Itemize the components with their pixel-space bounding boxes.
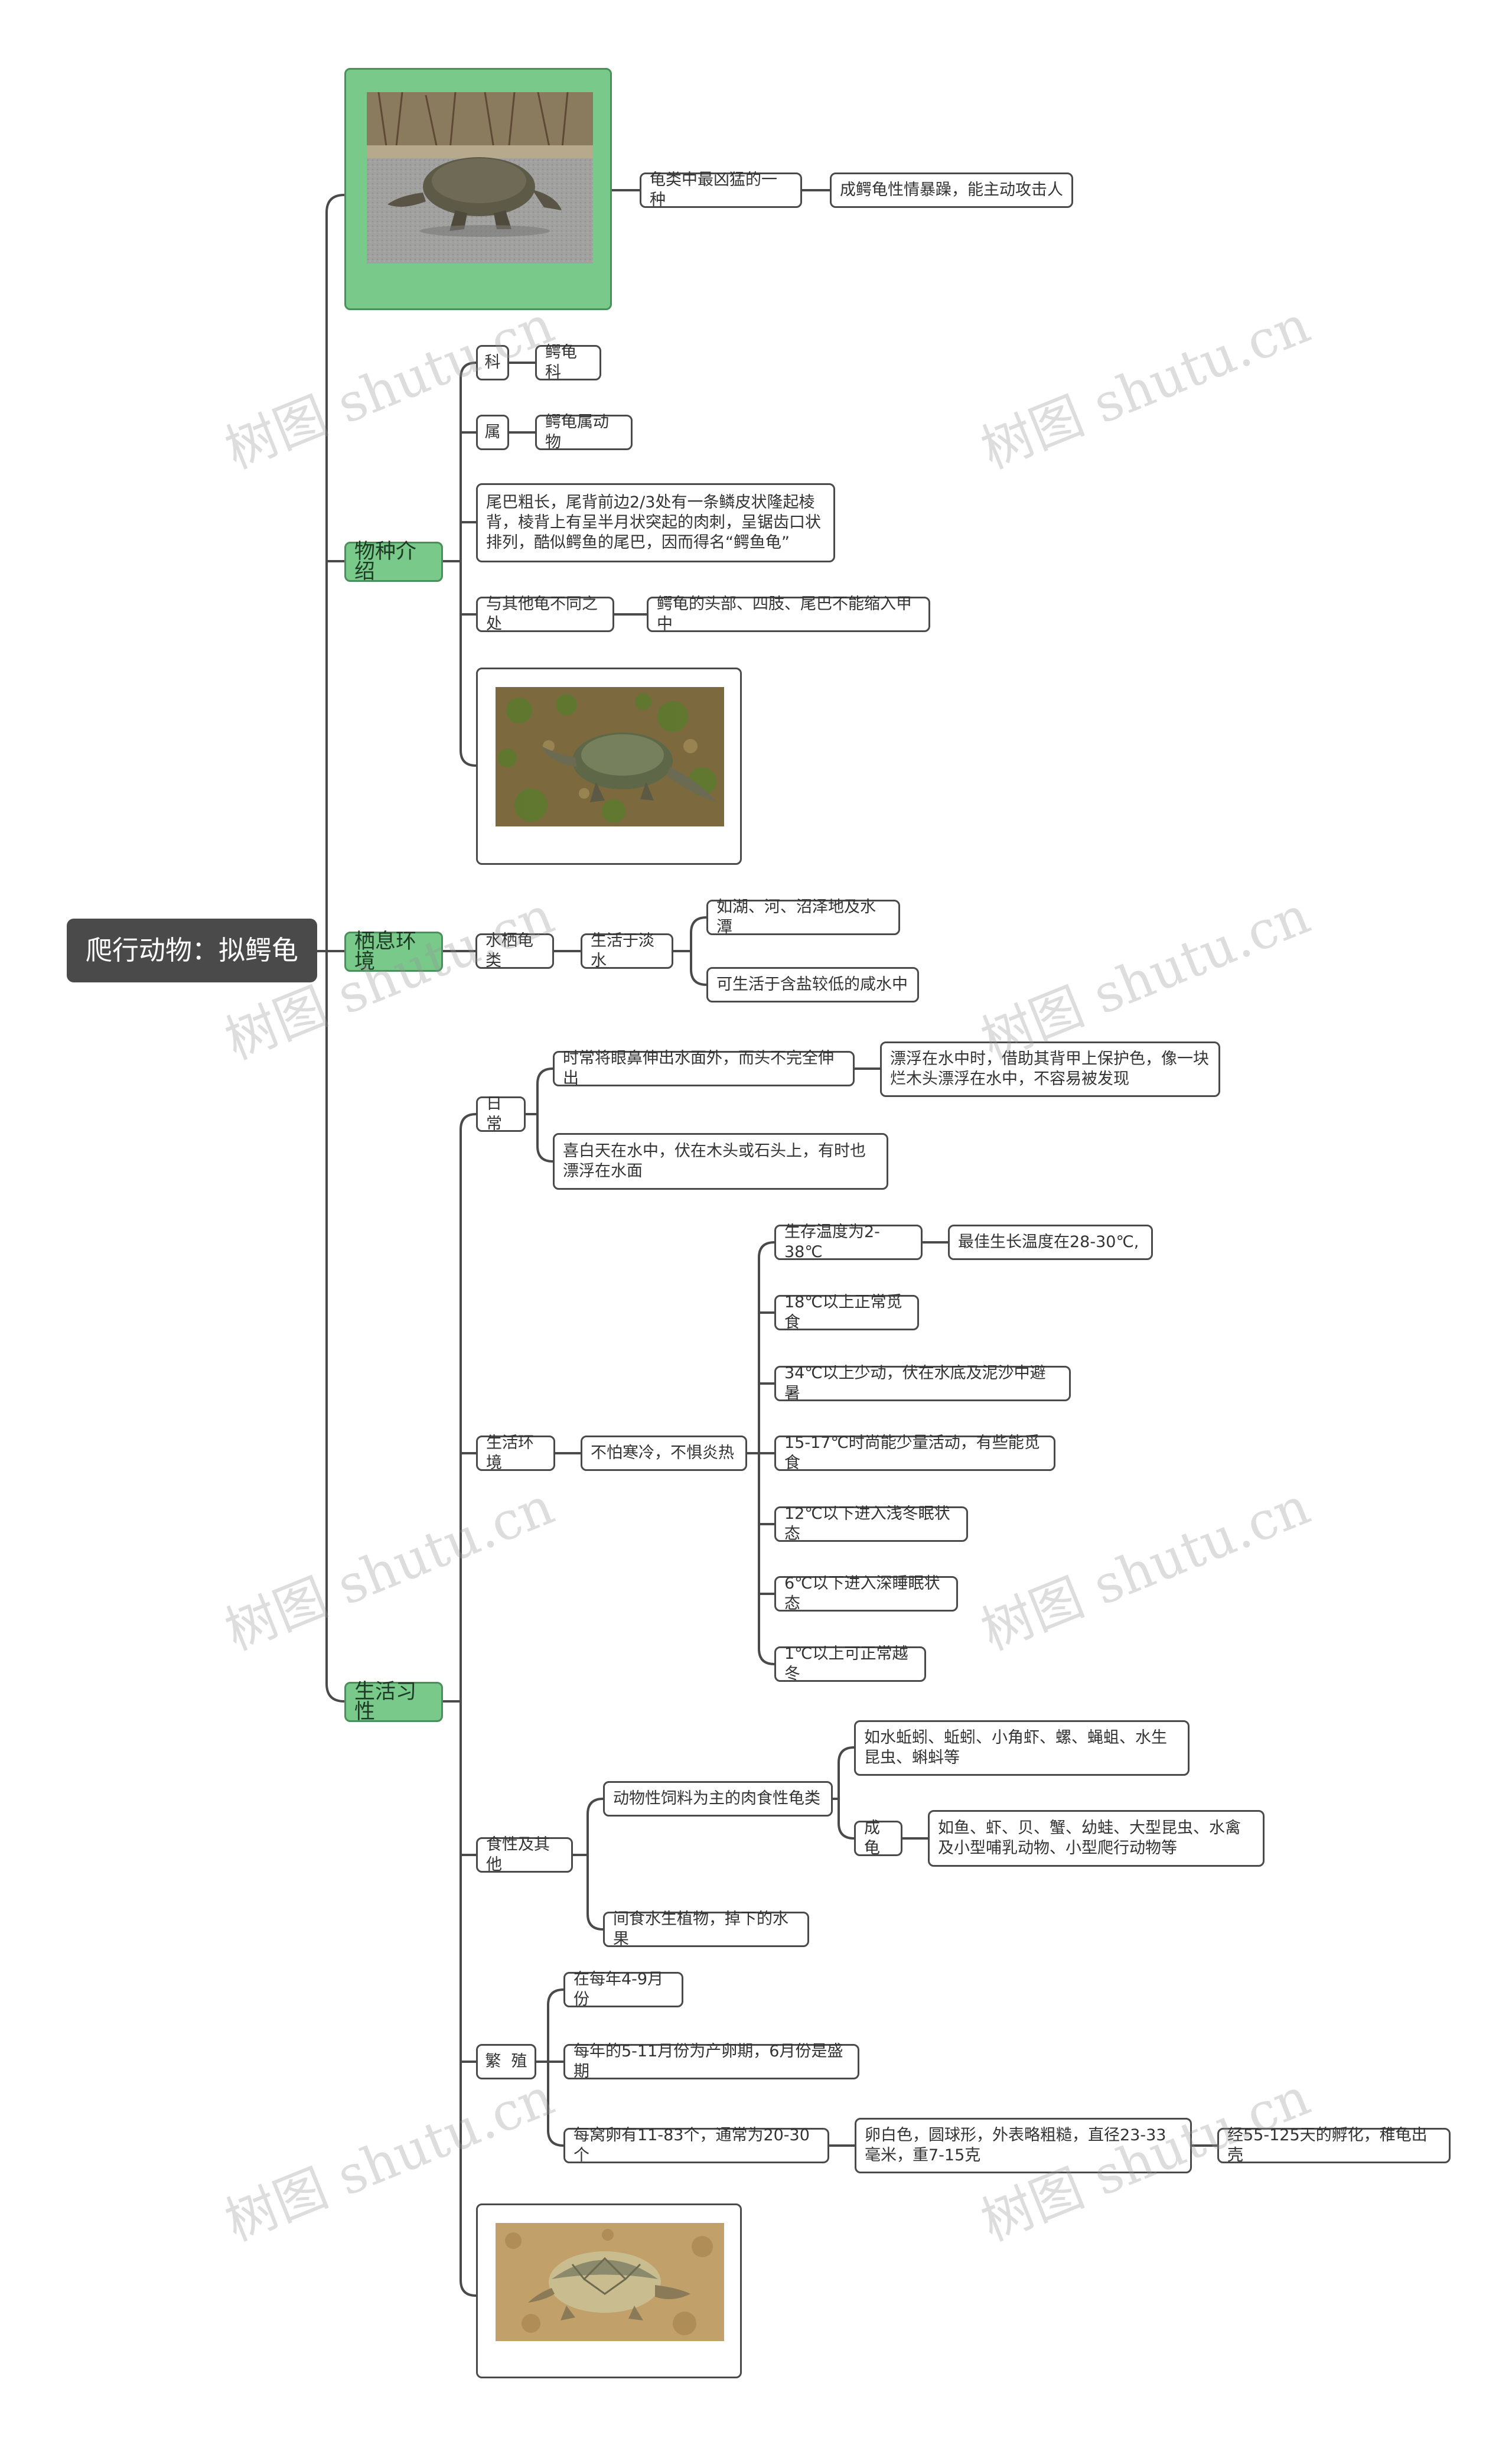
difference-label: 与其他龟不同之处 <box>486 595 598 633</box>
egg-description-node[interactable]: 卵白色，圆球形，外表略粗糙，直径23-33毫米，重7-15克 <box>855 2118 1192 2173</box>
brackish-water-node[interactable]: 可生活于含盐较低的咸水中 <box>706 967 919 1002</box>
temp-winter-text: 1℃以上可正常越冬 <box>784 1645 908 1683</box>
species-image-card[interactable] <box>476 668 742 865</box>
temp-best-text: 最佳生长温度在28-30℃, <box>958 1233 1139 1251</box>
egg-description-text: 卵白色，圆球形，外表略粗糙，直径23-33毫米，重7-15克 <box>865 2126 1166 2164</box>
branch-habits[interactable]: 生活习性 <box>344 1680 443 1724</box>
habits-label: 生活习性 <box>354 1680 417 1724</box>
daytime-node[interactable]: 喜白天在水中，伏在木头或石头上，有时也漂浮在水面 <box>553 1133 888 1190</box>
temp-survival-text: 生存温度为2-38℃ <box>784 1223 880 1261</box>
aggressive-text: 成鳄龟性情暴躁，能主动攻击人 <box>840 181 1063 199</box>
family-label: 科 <box>484 353 501 372</box>
genus-label-node[interactable]: 属 <box>476 415 509 450</box>
snapping-turtle-photo-dirt <box>496 2223 724 2341</box>
branch-habitat[interactable]: 栖息环境 <box>344 932 443 972</box>
temp-summer-node[interactable]: 34℃以上少动，伏在水底及泥沙中避暑 <box>774 1364 1071 1402</box>
temp-feeding-text: 18℃以上正常觅食 <box>784 1293 902 1332</box>
temp-deep-sleep-node[interactable]: 6℃以下进入深睡眠状态 <box>774 1574 958 1613</box>
aggressive-node[interactable]: 成鳄龟性情暴躁，能主动攻击人 <box>830 172 1073 208</box>
family-label-node[interactable]: 科 <box>476 345 509 380</box>
turtle-road-image <box>367 92 593 263</box>
branch-image-card[interactable] <box>344 68 612 310</box>
daily-label: 日常 <box>486 1095 502 1133</box>
turtle-dirt-image <box>496 2223 724 2341</box>
lakes-rivers-text: 如湖、河、沼泽地及水潭 <box>716 898 876 936</box>
adult-turtle-node[interactable]: 成龟 <box>854 1819 902 1857</box>
turtle-grass-image <box>496 687 724 826</box>
adult-food-node[interactable]: 如鱼、虾、贝、蟹、幼蛙、大型昆虫、水禽及小型哺乳动物、小型爬行动物等 <box>928 1810 1265 1867</box>
freshwater-node[interactable]: 生活于淡水 <box>581 932 673 970</box>
temp-survival-node[interactable]: 生存温度为2-38℃ <box>774 1223 923 1261</box>
living-environment-node[interactable]: 生活环境 <box>476 1434 555 1472</box>
temp-activity-node[interactable]: 15-17℃时尚能少量活动，有些能觅食 <box>774 1434 1055 1472</box>
temp-winter-node[interactable]: 1℃以上可正常越冬 <box>774 1645 926 1683</box>
fiercest-turtle-text: 龟类中最凶猛的一种 <box>650 171 777 209</box>
aquatic-text: 水栖龟类 <box>485 932 533 970</box>
diet-label: 食性及其他 <box>486 1835 550 1874</box>
laying-period-text: 每年的5-11月份为产卵期，6月份是盛期 <box>573 2042 843 2081</box>
branch-species-intro[interactable]: 物种介绍 <box>344 542 443 582</box>
adult-turtle-label: 成龟 <box>864 1819 880 1857</box>
carnivorous-node[interactable]: 动物性饲料为主的肉食性龟类 <box>603 1781 833 1817</box>
snapping-turtle-photo-road <box>367 92 593 263</box>
eggs-count-text: 每窝卵有11-83个，通常为20-30个 <box>573 2126 810 2164</box>
freshwater-text: 生活于淡水 <box>591 932 654 970</box>
difference-value: 鳄龟的头部、四肢、尾巴不能缩入甲中 <box>657 595 912 633</box>
lakes-rivers-node[interactable]: 如湖、河、沼泽地及水潭 <box>706 898 900 936</box>
breeding-node[interactable]: 繁 殖 <box>476 2044 536 2079</box>
hatching-text: 经55-125天的孵化，稚龟出壳 <box>1227 2126 1428 2164</box>
temp-light-hibernation-text: 12℃以下进入浅冬眠状态 <box>784 1505 950 1543</box>
genus-label: 属 <box>484 423 501 441</box>
temp-deep-sleep-text: 6℃以下进入深睡眠状态 <box>784 1574 940 1613</box>
laying-period-node[interactable]: 每年的5-11月份为产卵期，6月份是盛期 <box>563 2042 859 2081</box>
plants-fruit-node[interactable]: 间食水生植物，掉下的水果 <box>603 1910 809 1948</box>
fiercest-turtle-node[interactable]: 龟类中最凶猛的一种 <box>640 171 802 209</box>
difference-value-node[interactable]: 鳄龟的头部、四肢、尾巴不能缩入甲中 <box>647 595 930 633</box>
root-label: 爬行动物：拟鳄龟 <box>85 935 298 966</box>
cold-heat-tolerant-text: 不怕寒冷，不惧炎热 <box>591 1444 734 1462</box>
camouflage-text: 漂浮在水中时，借助其背甲上保护色，像一块烂木头漂浮在水中，不容易被发现 <box>890 1050 1209 1088</box>
temp-summer-text: 34℃以上少动，伏在水底及泥沙中避暑 <box>784 1364 1046 1402</box>
genus-value-node[interactable]: 鳄龟属动物 <box>535 413 633 451</box>
breeding-months-text: 在每年4-9月份 <box>573 1970 664 2009</box>
camouflage-node[interactable]: 漂浮在水中时，借助其背甲上保护色，像一块烂木头漂浮在水中，不容易被发现 <box>880 1041 1220 1097</box>
daytime-text: 喜白天在水中，伏在木头或石头上，有时也漂浮在水面 <box>563 1142 866 1180</box>
cold-heat-tolerant-node[interactable]: 不怕寒冷，不惧炎热 <box>581 1436 747 1471</box>
difference-label-node[interactable]: 与其他龟不同之处 <box>476 595 614 633</box>
family-value: 鳄龟科 <box>545 343 577 382</box>
habitat-label: 栖息环境 <box>354 930 417 974</box>
breeding-months-node[interactable]: 在每年4-9月份 <box>563 1970 683 2009</box>
temp-feeding-node[interactable]: 18℃以上正常觅食 <box>774 1293 919 1332</box>
habits-image-card[interactable] <box>476 2203 742 2378</box>
tail-description-node[interactable]: 尾巴粗长，尾背前边2/3处有一条鳞皮状隆起棱背，棱背上有呈半月状突起的肉刺，呈锯… <box>476 483 835 562</box>
genus-value: 鳄龟属动物 <box>545 413 609 451</box>
temp-best-node[interactable]: 最佳生长温度在28-30℃, <box>948 1225 1153 1260</box>
hatching-node[interactable]: 经55-125天的孵化，稚龟出壳 <box>1217 2126 1451 2164</box>
family-value-node[interactable]: 鳄龟科 <box>535 343 601 382</box>
adult-food-text: 如鱼、虾、贝、蟹、幼蛙、大型昆虫、水禽及小型哺乳动物、小型爬行动物等 <box>938 1819 1241 1857</box>
snapping-turtle-photo-grass <box>496 687 724 826</box>
living-environment-label: 生活环境 <box>486 1434 534 1472</box>
daily-node[interactable]: 日常 <box>476 1095 526 1133</box>
aquatic-node[interactable]: 水栖龟类 <box>475 932 554 970</box>
tail-description-text: 尾巴粗长，尾背前边2/3处有一条鳞皮状隆起棱背，棱背上有呈半月状突起的肉刺，呈锯… <box>486 493 821 552</box>
temp-activity-text: 15-17℃时尚能少量活动，有些能觅食 <box>784 1434 1040 1472</box>
plants-fruit-text: 间食水生植物，掉下的水果 <box>613 1910 788 1948</box>
juvenile-food-node[interactable]: 如水蚯蚓、蚯蚓、小角虾、螺、蝇蛆、水生昆虫、蝌蚪等 <box>854 1720 1190 1776</box>
eggs-count-node[interactable]: 每窝卵有11-83个，通常为20-30个 <box>563 2126 829 2164</box>
brackish-water-text: 可生活于含盐较低的咸水中 <box>716 975 908 994</box>
breeding-label: 繁 殖 <box>485 2052 527 2071</box>
temp-light-hibernation-node[interactable]: 12℃以下进入浅冬眠状态 <box>774 1505 968 1543</box>
species-intro-label: 物种介绍 <box>354 540 417 584</box>
diet-node[interactable]: 食性及其他 <box>476 1835 573 1874</box>
root-topic[interactable]: 爬行动物：拟鳄龟 <box>67 919 317 982</box>
eyes-above-water-text: 时常将眼鼻伸出水面外，而头不完全伸出 <box>563 1049 834 1088</box>
eyes-above-water-node[interactable]: 时常将眼鼻伸出水面外，而头不完全伸出 <box>553 1049 855 1088</box>
carnivorous-text: 动物性饲料为主的肉食性龟类 <box>613 1789 820 1808</box>
juvenile-food-text: 如水蚯蚓、蚯蚓、小角虾、螺、蝇蛆、水生昆虫、蝌蚪等 <box>864 1729 1167 1767</box>
